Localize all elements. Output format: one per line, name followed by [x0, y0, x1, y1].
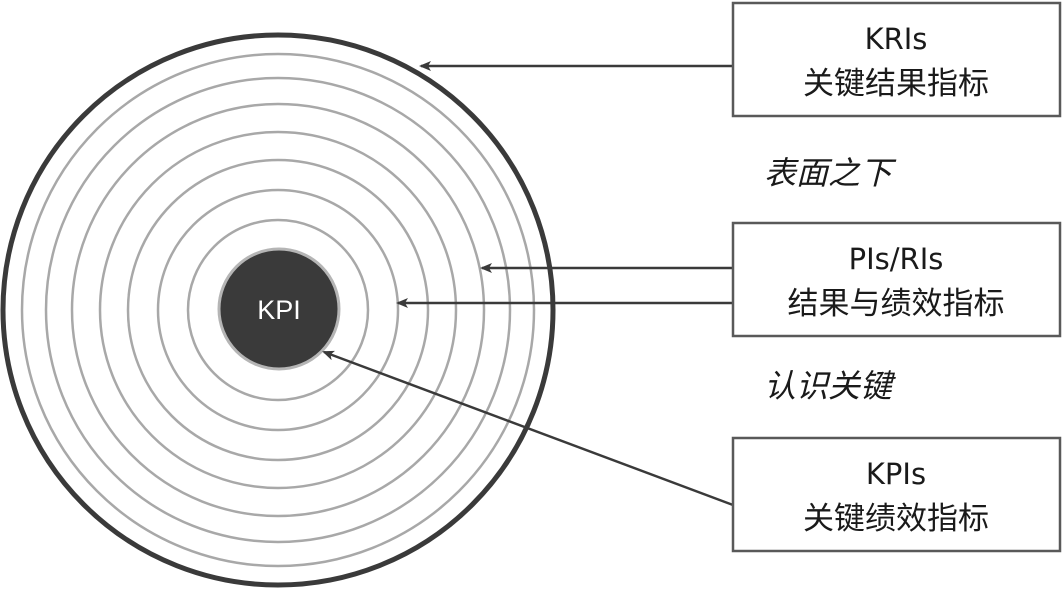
box-kpis-subtitle: 关键绩效指标 [803, 501, 989, 537]
inner-ring-3 [126, 158, 430, 462]
box-pis-ris-frame [731, 221, 1062, 338]
annotation-below-surface: 表面之下 [764, 154, 897, 192]
outer-ring [0, 32, 556, 588]
kpi-core-circle [217, 247, 341, 371]
kpi-core-label: KPI [257, 295, 301, 325]
box-kris-frame [731, 1, 1062, 118]
inner-ring-6 [44, 76, 512, 544]
box-kpis: KPIs 关键绩效指标 [731, 436, 1062, 553]
box-pis-ris: PIs/RIs 结果与绩效指标 [731, 221, 1062, 338]
box-kris-title: KRIs [865, 22, 928, 56]
box-kris: KRIs 关键结果指标 [731, 1, 1062, 118]
box-pis-ris-title: PIs/RIs [849, 242, 944, 276]
concentric-rings [20, 52, 536, 568]
inner-ring-4 [98, 130, 458, 490]
annotation-know-key: 认识关键 [764, 367, 896, 405]
arrow-kpis [322, 350, 734, 507]
inner-ring-1 [186, 218, 370, 402]
box-kris-subtitle: 关键结果指标 [803, 66, 989, 102]
inner-ring-7 [20, 52, 536, 568]
inner-ring-2 [156, 188, 400, 432]
box-kpis-title: KPIs [866, 457, 926, 491]
inner-ring-5 [70, 102, 486, 518]
box-pis-ris-subtitle: 结果与绩效指标 [788, 286, 1005, 322]
box-kpis-frame [731, 436, 1062, 553]
